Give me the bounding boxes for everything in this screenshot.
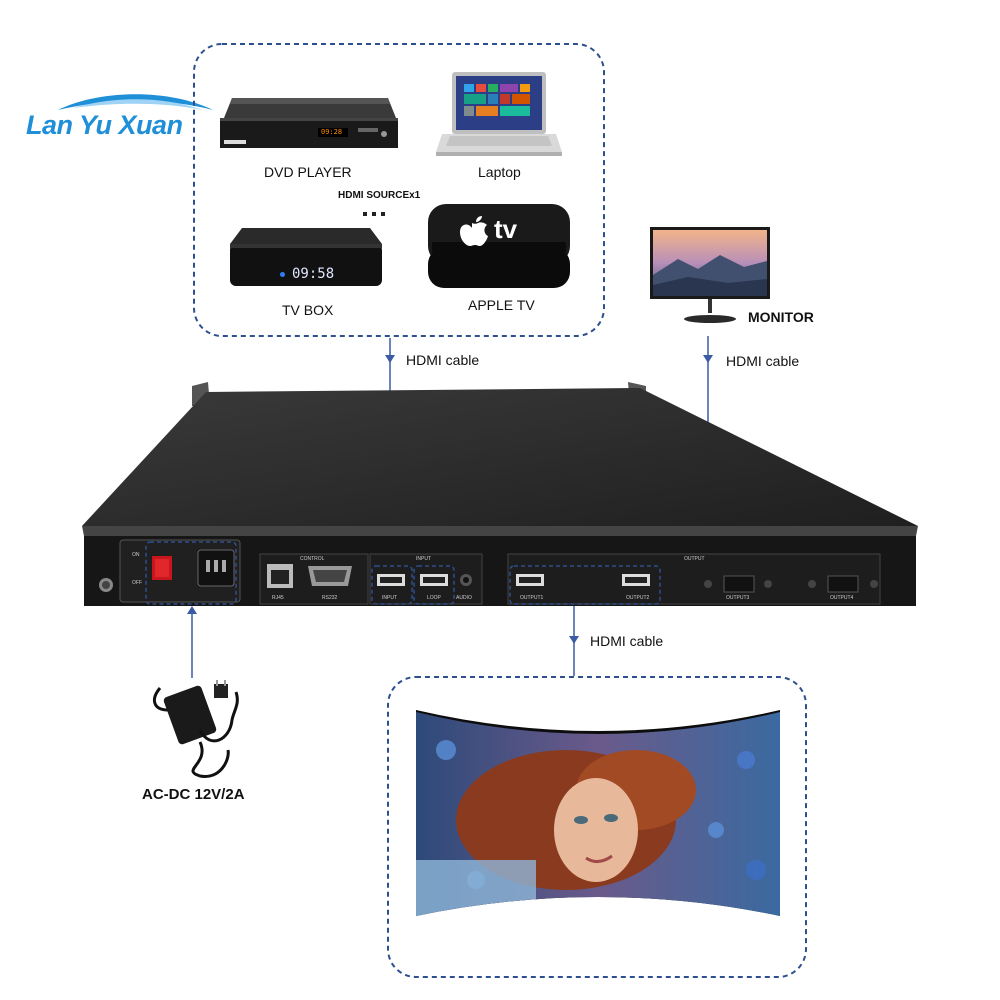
input-group-label: INPUT	[416, 556, 431, 562]
apple-tv-icon	[428, 204, 570, 288]
output4-label: OUTPUT4	[830, 595, 854, 601]
hdmi-source-label: HDMI SOURCEx1	[338, 190, 421, 201]
laptop-icon	[436, 72, 562, 156]
output-cable-arrow	[569, 636, 579, 644]
logo-swoosh-icon	[58, 94, 213, 110]
rj45-label: RJ45	[272, 595, 284, 601]
device-body-icon	[82, 382, 918, 606]
off-label: OFF	[132, 580, 142, 586]
monitor-icon	[650, 227, 770, 323]
curved-display	[416, 710, 780, 916]
rs232-label: RS232	[322, 595, 338, 601]
source-group-border	[193, 43, 605, 337]
apple-tv-label: APPLE TV	[468, 297, 535, 313]
output-group-label: OUTPUT	[684, 556, 705, 562]
loop-cable-label: HDMI cable	[726, 353, 800, 369]
apple-tv-logo-text: tv	[494, 214, 518, 244]
control-label: CONTROL	[300, 556, 325, 562]
dvd-display-text: 09:28	[321, 128, 343, 136]
curved-display-icon	[416, 710, 780, 916]
monitor-label: MONITOR	[748, 309, 814, 325]
output2-label: OUTPUT2	[626, 595, 650, 601]
multiviewer-device: ON OFF CONTROL INPUT OUTPUT RJ45 RS232 I…	[80, 380, 920, 610]
tv-box: 09:58	[228, 226, 384, 294]
tv-box-label: TV BOX	[282, 302, 334, 318]
power-label: AC-DC 12V/2A	[142, 786, 245, 803]
audio-port-label: AUDIO	[456, 595, 472, 601]
laptop	[436, 70, 562, 162]
dvd-player: 09:28	[218, 94, 398, 154]
input-port-label: INPUT	[382, 595, 397, 601]
power-cable-arrow	[187, 606, 197, 614]
input-cable-label: HDMI cable	[406, 352, 480, 368]
dvd-player-icon	[220, 98, 398, 148]
on-label: ON	[132, 552, 140, 558]
input-cable-arrow	[385, 355, 395, 363]
power-adapter-icon	[152, 680, 239, 778]
logo-text: Lan Yu Xuan	[26, 110, 183, 140]
dvd-player-label: DVD PLAYER	[264, 164, 352, 180]
loop-port-label: LOOP	[427, 595, 441, 601]
laptop-label: Laptop	[478, 164, 521, 180]
tv-box-clock: 09:58	[292, 266, 335, 282]
hdmi-source-dots	[363, 203, 387, 216]
tv-box-led-icon	[280, 272, 285, 277]
loop-cable-arrow	[703, 355, 713, 363]
output-cable-label: HDMI cable	[590, 633, 664, 649]
apple-tv: tv	[426, 202, 572, 292]
output1-label: OUTPUT1	[520, 595, 544, 601]
tv-box-icon	[230, 228, 382, 286]
power-adapter	[140, 680, 250, 780]
output3-label: OUTPUT3	[726, 595, 750, 601]
monitor	[648, 225, 772, 325]
display-group-border	[387, 676, 807, 978]
brand-logo: Lan Yu Xuan	[18, 88, 218, 148]
apple-logo-icon	[460, 222, 488, 246]
